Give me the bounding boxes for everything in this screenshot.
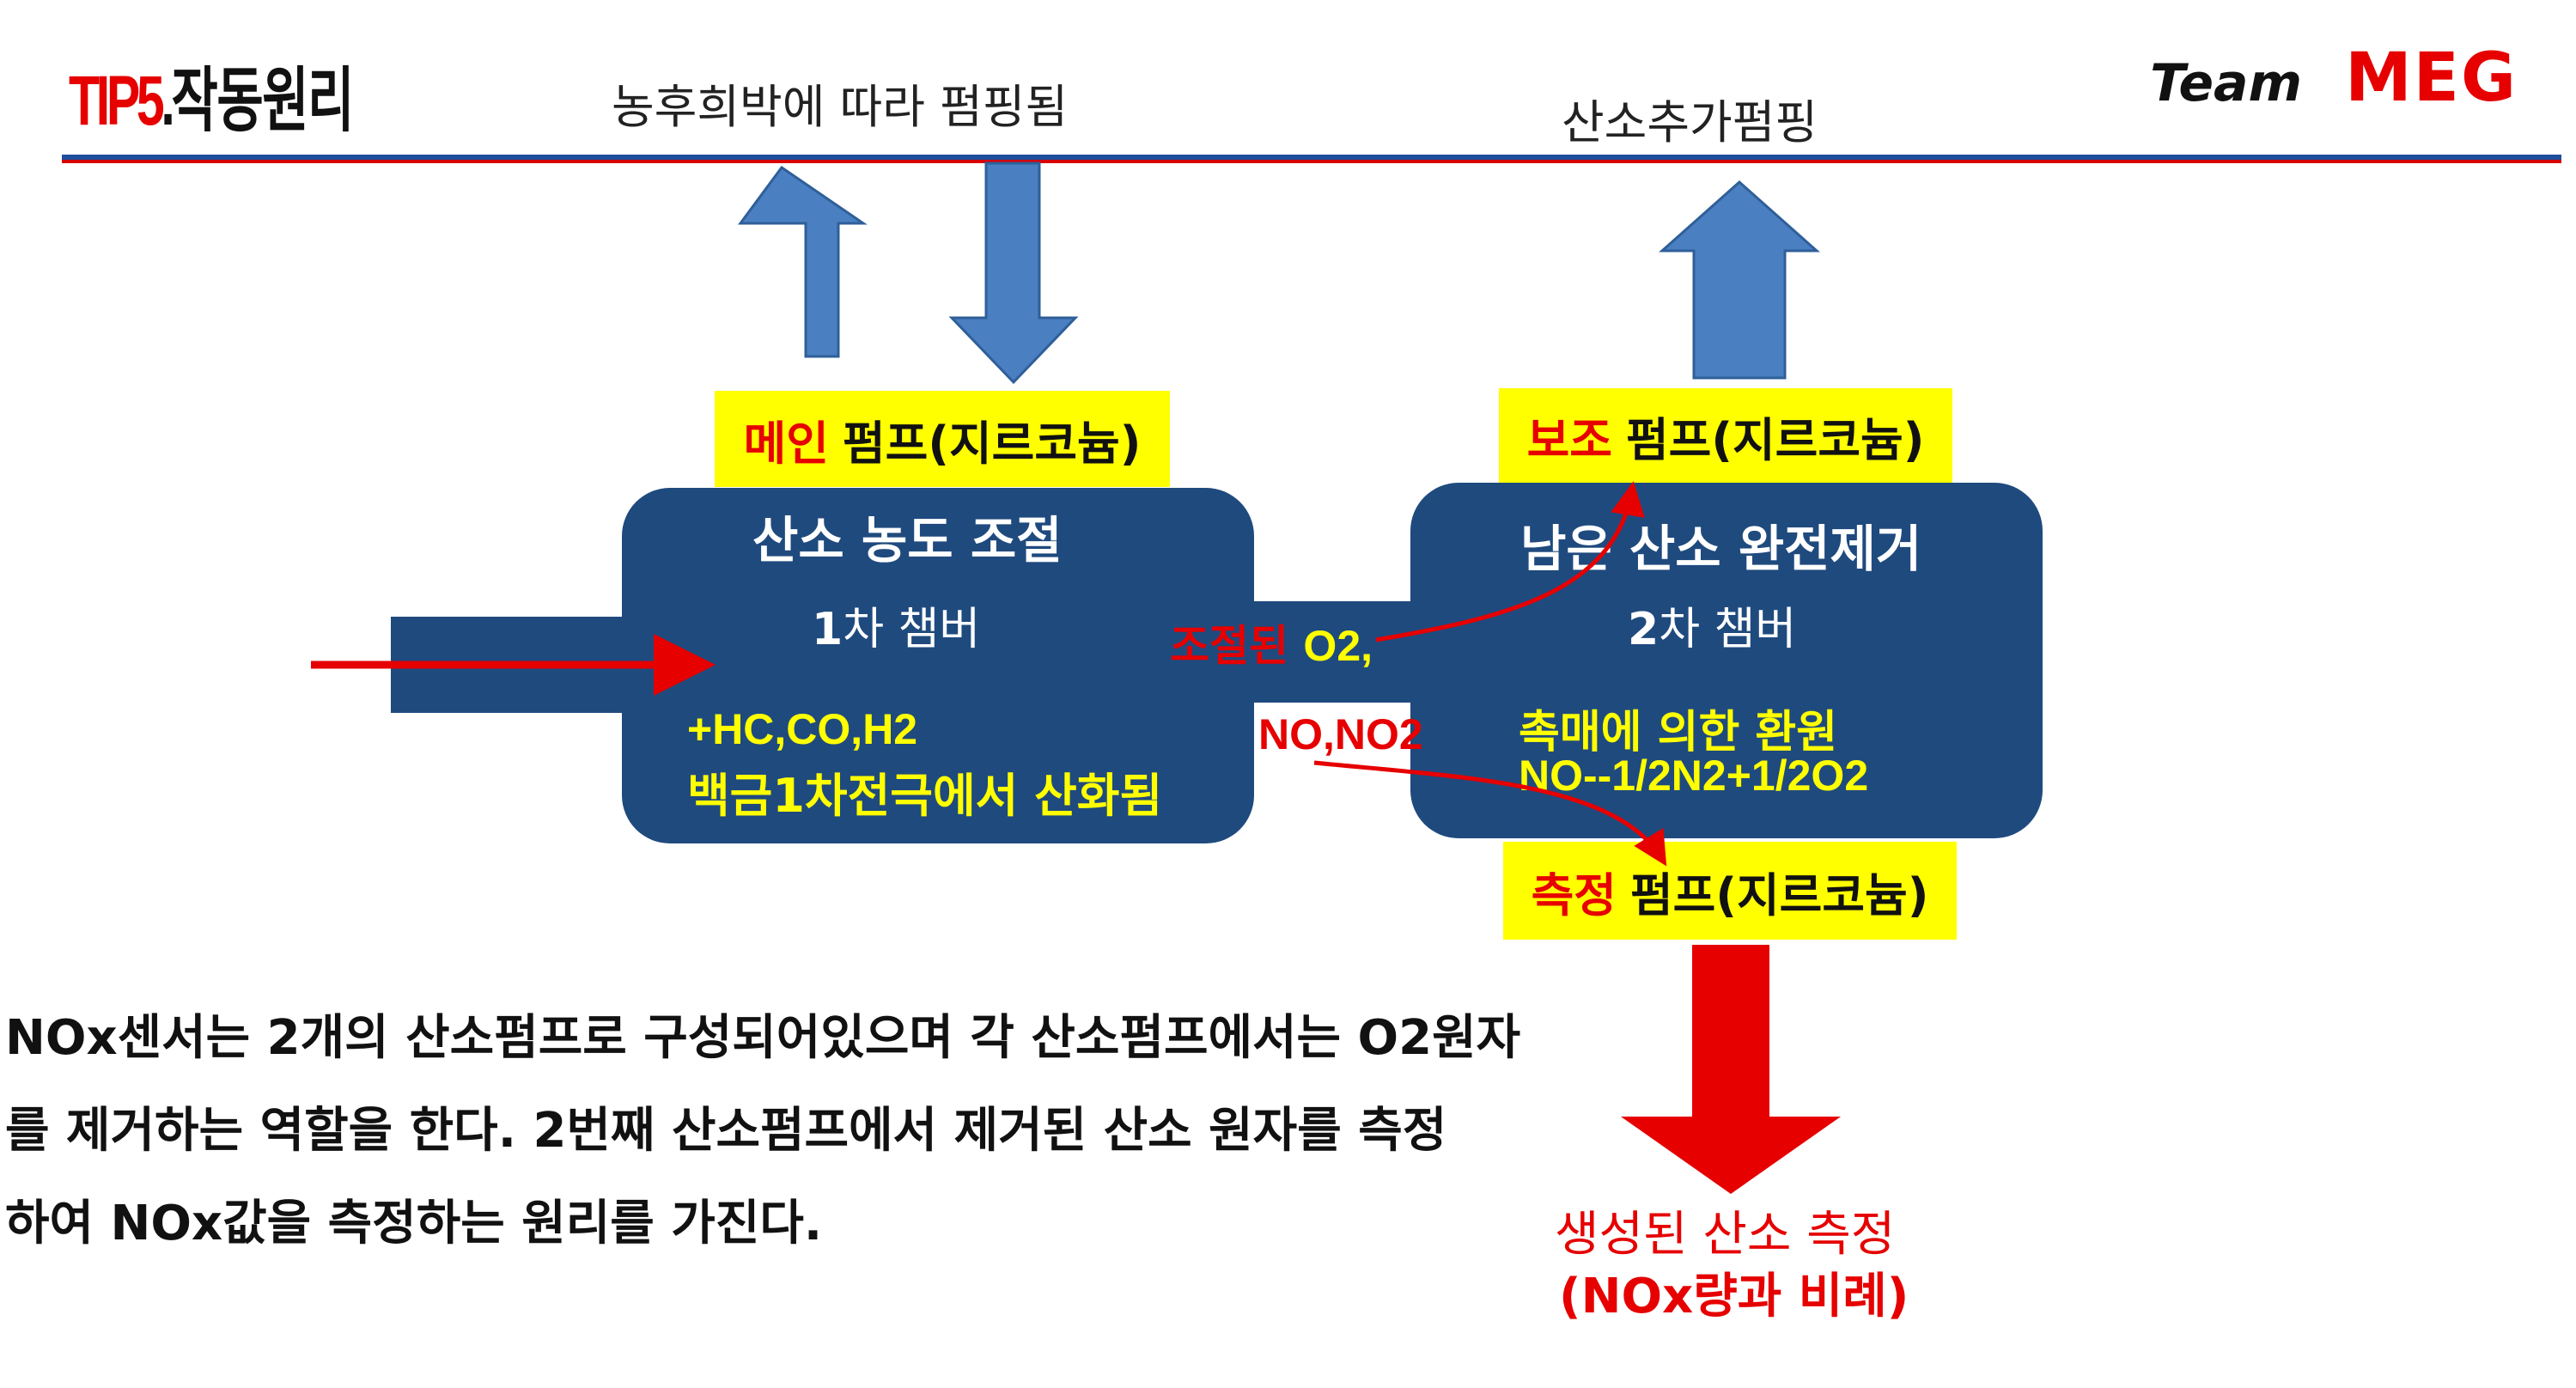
regulated-o2-label: 조절된 O2, — [1170, 621, 1373, 671]
description-line3: 하여 NOx값을 측정하는 원리를 가진다. — [5, 1196, 823, 1251]
aux-up-arrow-icon — [1659, 180, 1820, 380]
chamber2-reaction: NO--1/2N2+1/2O2 — [1519, 752, 1869, 800]
result-line1: 생성된 산소 측정 — [1555, 1207, 1896, 1263]
result-line2: (NOx량과 비례) — [1559, 1269, 1909, 1324]
chamber2-catalyst: 촉매에 의한 환원 — [1519, 707, 1838, 758]
o2-transfer-arrow-icon — [1375, 481, 1645, 642]
nox-flow-label: NO,NO2 — [1258, 710, 1423, 758]
second-chamber — [1410, 483, 2043, 838]
chamber1-oxidation: 백금1차전극에서 산화됨 — [687, 769, 1163, 823]
chamber1-name: 1차 챔버 — [812, 604, 981, 655]
nox-transfer-arrow-icon — [1313, 760, 1667, 867]
page-title: TIP5.작동원리 — [69, 62, 354, 140]
header-divider — [62, 155, 2561, 160]
chamber1-heading: 산소 농도 조절 — [752, 511, 1063, 569]
first-chamber — [622, 488, 1254, 843]
chamber2-name: 2차 챔버 — [1628, 604, 1797, 655]
pump-direction-note: 농후희박에 따라 펌핑됨 — [612, 80, 1069, 134]
extra-pumping-note: 산소추가펌핑 — [1562, 95, 1818, 149]
up-arrow-icon — [738, 165, 868, 358]
chamber1-reactants: +HC,CO,H2 — [687, 705, 918, 753]
header-divider-accent — [62, 160, 2561, 163]
description-line1: NOx센서는 2개의 산소펌프로 구성되어있으며 각 산소펌프에서는 O2원자 — [5, 1010, 1521, 1066]
connecting-pipe — [1237, 601, 1443, 703]
description-line2: 를 제거하는 역할을 한다. 2번째 산소펌프에서 제거된 산소 원자를 측정 — [5, 1103, 1447, 1159]
description: NOx센서는 2개의 산소펌프로 구성되어있으며 각 산소펌프에서는 O2원자 … — [5, 992, 1663, 1270]
down-arrow-icon — [948, 161, 1079, 385]
measure-output-arrow-icon — [1621, 945, 1841, 1194]
